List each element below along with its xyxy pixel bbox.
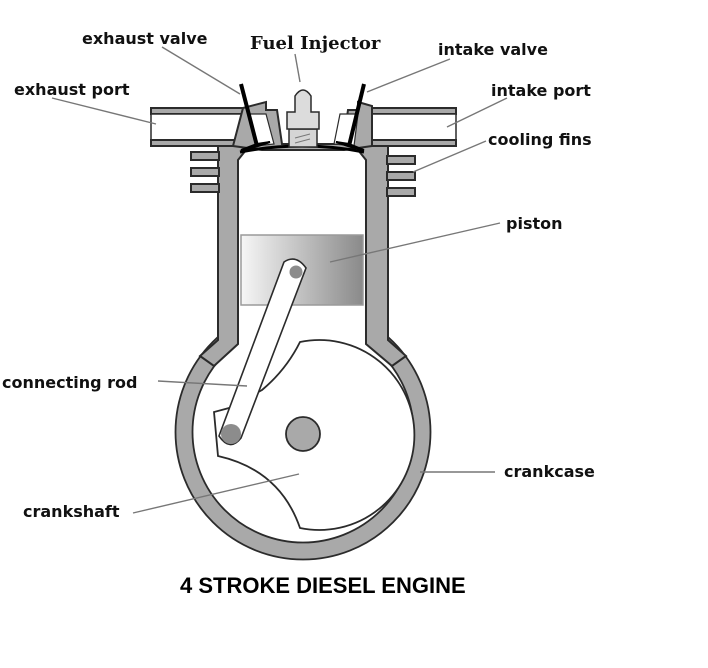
crankshaft-journal xyxy=(285,416,321,452)
leader-exhaust-valve xyxy=(161,46,241,95)
exhaust-valve xyxy=(239,83,271,151)
label-crankshaft: crankshaft xyxy=(23,502,120,521)
label-exhaust-valve: exhaust valve xyxy=(82,29,208,48)
intake-port xyxy=(359,107,457,147)
leader-exhaust-port xyxy=(51,97,157,125)
leader-intake-port xyxy=(446,97,508,128)
leader-intake-valve xyxy=(366,58,451,93)
leader-lines xyxy=(51,46,508,514)
cooling-fins-right xyxy=(386,155,416,197)
wrist-pin xyxy=(289,265,303,279)
label-fuel-injector: Fuel Injector xyxy=(250,33,381,54)
label-intake-port: intake port xyxy=(491,81,591,100)
label-connecting-rod: connecting rod xyxy=(2,373,137,392)
exhaust-port xyxy=(150,107,248,147)
label-intake-valve: intake valve xyxy=(438,40,548,59)
label-exhaust-port: exhaust port xyxy=(14,80,130,99)
label-crankcase: crankcase xyxy=(504,462,595,481)
crank-pin xyxy=(221,424,241,444)
diagram-title: 4 STROKE DIESEL ENGINE xyxy=(180,573,466,598)
piston xyxy=(240,234,364,306)
leader-fuel-injector xyxy=(294,53,301,83)
fuel-injector xyxy=(286,89,320,148)
intake-valve xyxy=(335,83,366,151)
leader-piston xyxy=(329,222,501,263)
leader-crankshaft xyxy=(132,473,300,514)
cooling-fins-left xyxy=(190,151,220,193)
leader-connecting-rod xyxy=(157,380,248,387)
label-piston: piston xyxy=(506,214,563,233)
connecting-rod xyxy=(218,258,307,446)
label-cooling-fins: cooling fins xyxy=(488,130,592,149)
leader-cooling-fins xyxy=(412,140,487,173)
